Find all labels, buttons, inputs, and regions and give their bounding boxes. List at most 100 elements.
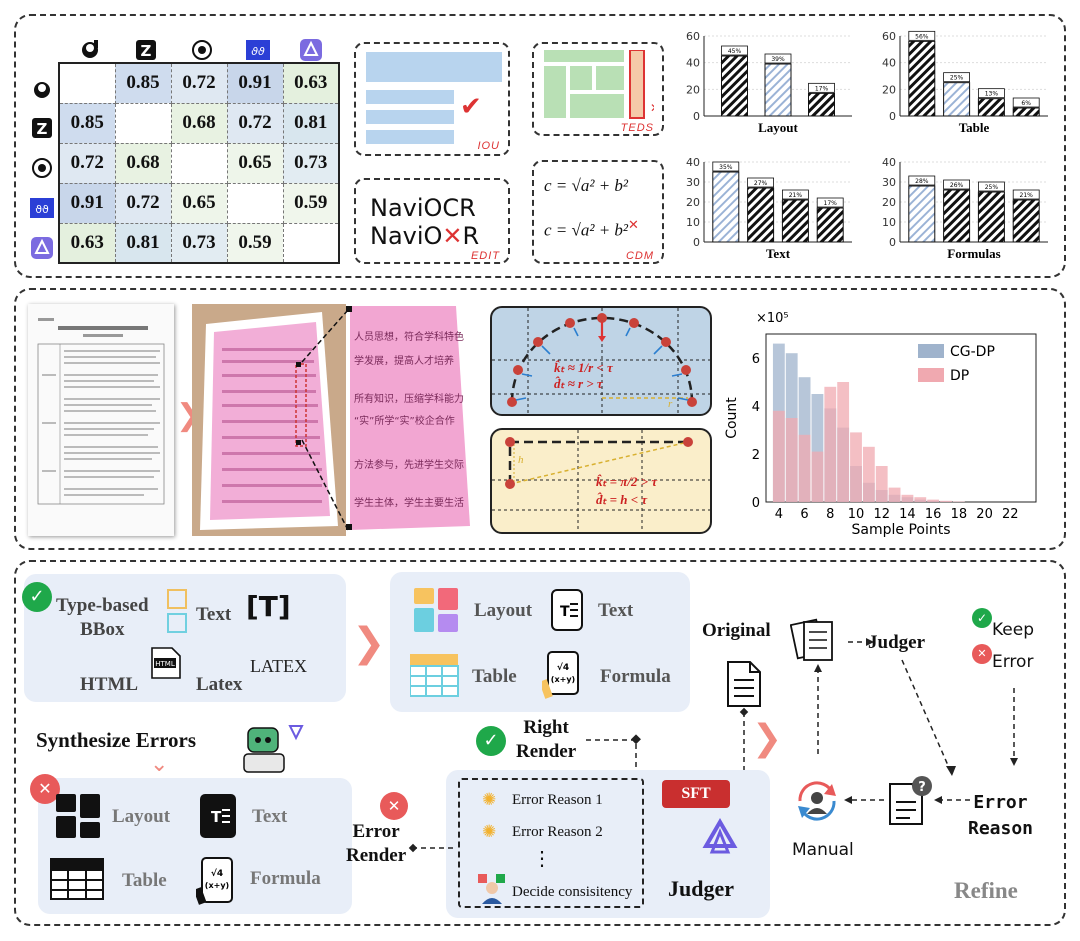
svg-text:人员思想，符合学科特色: 人员思想，符合学科特色: [354, 330, 464, 343]
value-label-box: [764, 53, 792, 64]
bar: [808, 92, 835, 117]
y-tick-label: 0: [693, 110, 700, 123]
error-reason-label: Error Reason: [968, 792, 1034, 839]
iou-label: IOU: [477, 140, 500, 152]
x-tick-label: 16: [925, 507, 942, 522]
svg-text:√4: √4: [211, 868, 223, 879]
refine-label: Refine: [954, 878, 1018, 903]
scale-label: ×10⁵: [756, 311, 789, 326]
hist-bar: [888, 487, 901, 502]
y-tick-label: 60: [882, 30, 896, 43]
value-label-box: [721, 45, 748, 56]
formula-1: c = √a² + b²: [544, 176, 629, 195]
svg-text:Z: Z: [141, 42, 152, 60]
chart-title: Layout: [758, 120, 798, 135]
hist-bar: [850, 432, 862, 502]
table-label-bl: Table: [122, 870, 167, 891]
sft-badge: SFT: [662, 780, 730, 808]
value-label: 25%: [985, 184, 999, 191]
value-label: 6%: [1021, 100, 1031, 107]
line-formula-1: k̂ₜ = π/2 > τ: [596, 474, 658, 489]
bar: [1012, 107, 1040, 117]
model-icon-4: ϑϑ: [246, 40, 270, 60]
model-icon-3: [192, 40, 212, 60]
decide-consistency: Decide consisitency: [512, 884, 633, 900]
bar: [943, 82, 971, 117]
bar: [908, 40, 936, 117]
manual-label: Manual: [792, 840, 854, 860]
value-label: 35%: [719, 164, 733, 171]
model-icon-2: Z: [136, 40, 156, 60]
y-tick-label: 0: [693, 236, 700, 249]
model-icon-1: [82, 40, 98, 58]
value-label: 27%: [754, 180, 768, 187]
formula-black-icon: √4(x+y): [193, 856, 240, 911]
error-render-x-icon: ✕: [380, 792, 408, 820]
y-tick-label: 20: [686, 83, 700, 96]
chart-title: Table: [959, 120, 990, 135]
hist-bar: [862, 446, 875, 502]
bar: [712, 171, 740, 243]
teds-label: TEDS: [620, 122, 654, 134]
hist-bar: [914, 497, 927, 502]
y-tick-label: 2: [752, 448, 760, 463]
hist-bar: [940, 500, 952, 502]
chart-title: Text: [766, 246, 791, 261]
edit-box: NaviOCR NaviO✕R EDIT: [354, 178, 510, 264]
y-tick-label: 10: [882, 216, 896, 229]
svg-text:T: T: [560, 604, 570, 620]
judger-right-label: Judger: [868, 632, 925, 653]
y-tick-label: 10: [686, 216, 700, 229]
right-render-label: Right Render: [516, 717, 577, 762]
html-label: HTML: [80, 674, 139, 695]
hist-bar: [785, 418, 798, 502]
reason-ellipsis: ⋮: [532, 848, 552, 870]
y-tick-label: 40: [686, 57, 700, 70]
value-label: 28%: [915, 178, 929, 185]
cdm-label: CDM: [625, 250, 654, 262]
x-axis-label: Sample Points: [852, 522, 951, 538]
bar: [747, 187, 775, 243]
circle-formula-2: d̂ₜ ≈ r > τ: [554, 376, 603, 391]
x-tick-label: 12: [873, 507, 890, 522]
zoomed-crop: 人员思想，符合学科特色 学发展，提高人才培养 所有知识，压缩学科能力 “实”所学…: [346, 306, 476, 536]
bulb-icon: ✺: [482, 790, 497, 810]
bar: [1012, 199, 1040, 243]
legend-swatch: [918, 368, 944, 382]
y-tick-label: 40: [686, 156, 700, 169]
keep-check-icon: ✓: [972, 608, 992, 628]
value-label-box: [978, 88, 1005, 99]
layout-black-icon: [56, 794, 102, 845]
value-label-box: [943, 179, 970, 190]
value-label: 39%: [771, 56, 785, 63]
hist-bar: [824, 386, 837, 502]
layout-label-tr: Layout: [474, 600, 533, 621]
y-tick-label: 20: [686, 196, 700, 209]
person-icon: [478, 874, 506, 909]
y-tick-label: 0: [889, 110, 896, 123]
svg-text:(x+y): (x+y): [551, 675, 575, 684]
y-tick-label: 40: [882, 156, 896, 169]
x-tick-label: 10: [848, 507, 865, 522]
r-label: r: [668, 398, 673, 410]
teds-box: ✕ TEDS: [532, 42, 664, 136]
latex-label: Latex: [196, 674, 243, 695]
svg-text:Z: Z: [37, 120, 48, 138]
reason-1: Error Reason 1: [512, 792, 603, 808]
bar: [977, 191, 1005, 243]
y-tick-label: 4: [752, 400, 760, 415]
value-label: 45%: [728, 48, 742, 55]
value-label-box: [808, 82, 835, 93]
hist-bar: [837, 382, 850, 502]
hist-bar: [875, 466, 888, 502]
cdm-box: c = √a² + b² c = √a² + b²✕ CDM: [532, 160, 664, 264]
svg-text:✕: ✕: [650, 101, 654, 115]
x-tick-label: 20: [976, 507, 993, 522]
table-black-icon: [50, 858, 104, 905]
x-tick-label: 4: [775, 507, 783, 522]
matrix-row: 0.85 0.72 0.91 0.63: [58, 62, 340, 104]
model-icon-5: [300, 39, 322, 61]
svg-text:“实”所学“实”校企合作: “实”所学“实”校企合作: [354, 414, 455, 427]
